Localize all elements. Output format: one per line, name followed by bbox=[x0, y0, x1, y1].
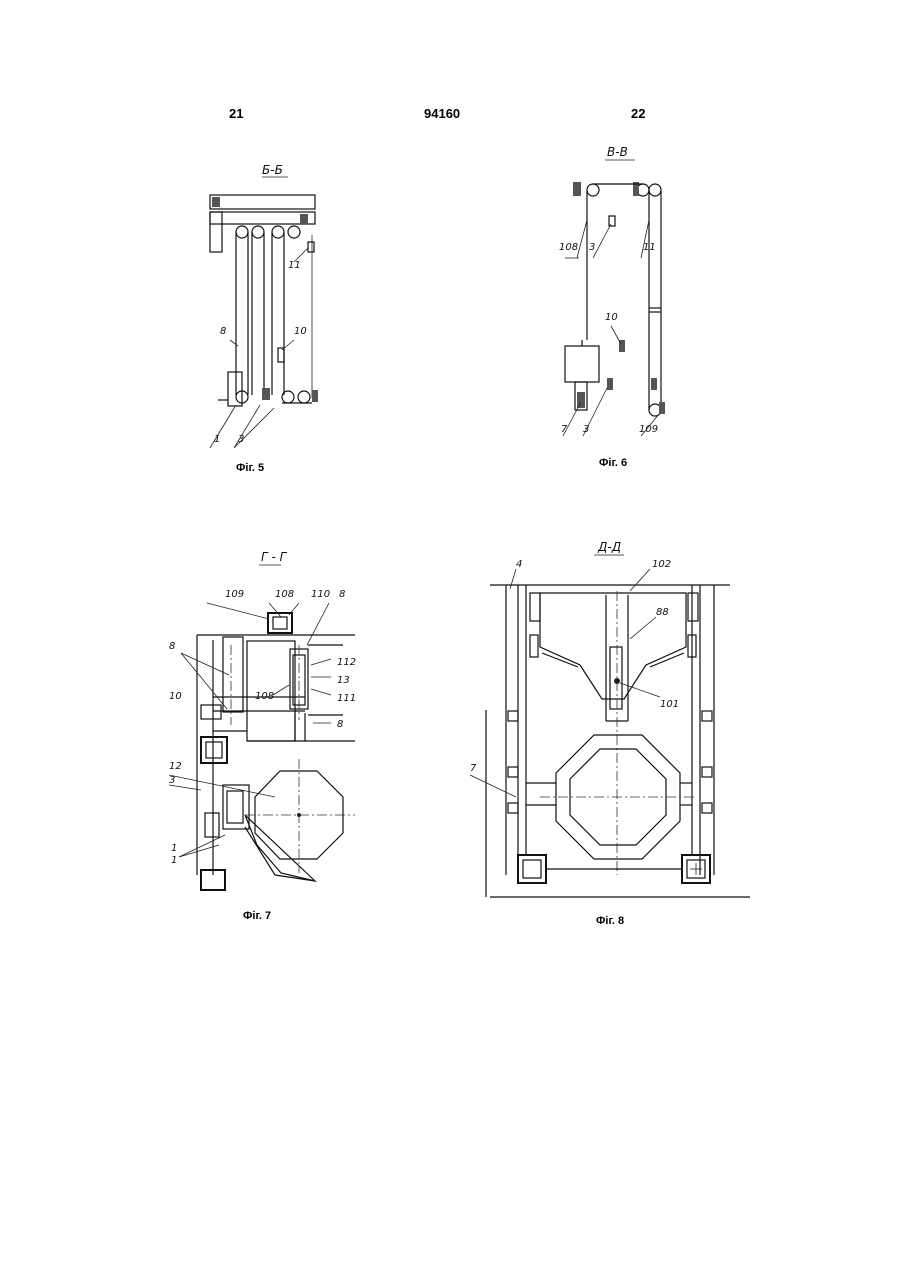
fig7-label-112: 112 bbox=[337, 657, 356, 668]
fig6-label-11: 11 bbox=[643, 242, 656, 253]
figure-6-drawing: В-В 108 3 11 10 3 bbox=[555, 140, 685, 460]
fig7-label-3: 3 bbox=[169, 775, 175, 786]
fig7-label-108b: 108 bbox=[255, 691, 274, 702]
fig7-label-12: 12 bbox=[169, 761, 182, 772]
fig7-label-1b: 1 bbox=[171, 855, 177, 866]
fig7-label-8a: 8 bbox=[339, 589, 345, 600]
fig7-label-111: 111 bbox=[337, 693, 356, 704]
fig6-label-109: 109 bbox=[639, 424, 658, 435]
fig7-label-8c: 8 bbox=[337, 719, 343, 730]
fig6-label-3a: 3 bbox=[589, 242, 595, 253]
fig5-label-10: 10 bbox=[294, 326, 307, 337]
fig7-label-109: 109 bbox=[225, 589, 244, 600]
fig7-label-108a: 108 bbox=[275, 589, 294, 600]
fig6-label-3b: 3 bbox=[583, 424, 589, 435]
fig6-label-7: 7 bbox=[561, 424, 568, 435]
fig8-label-88: 88 bbox=[656, 607, 669, 618]
fig5-label-11: 11 bbox=[288, 260, 301, 271]
fig7-label-1a: 1 bbox=[171, 843, 177, 854]
fig8-caption: Фіг. 8 bbox=[596, 915, 624, 927]
fig6-label-10: 10 bbox=[605, 312, 618, 323]
fig8-section-label: Д-Д bbox=[597, 540, 621, 554]
patent-number: 94160 bbox=[424, 106, 460, 121]
figure-7-drawing: Г - Г bbox=[165, 545, 370, 910]
fig5-section-label: Б-Б bbox=[262, 163, 283, 177]
figure-8-drawing: Д-Д bbox=[470, 535, 760, 910]
fig5-caption: Фіг. 5 bbox=[236, 462, 264, 474]
fig7-section-label: Г - Г bbox=[261, 550, 288, 564]
fig5-label-1: 1 bbox=[214, 434, 220, 445]
fig8-label-101: 101 bbox=[660, 699, 679, 710]
fig6-section-label: В-В bbox=[607, 145, 628, 159]
fig8-label-7: 7 bbox=[470, 763, 477, 774]
fig8-label-4: 4 bbox=[516, 559, 522, 570]
fig8-label-102: 102 bbox=[652, 559, 671, 570]
fig7-label-110: 110 bbox=[311, 589, 330, 600]
fig5-label-8: 8 bbox=[220, 326, 226, 337]
figure-5-drawing: Б-Б bbox=[190, 150, 340, 460]
fig7-label-8b: 8 bbox=[169, 641, 175, 652]
page-number-left: 21 bbox=[229, 106, 243, 121]
fig6-caption: Фіг. 6 bbox=[599, 457, 627, 469]
fig5-label-3: 3 bbox=[238, 434, 244, 445]
page-number-right: 22 bbox=[631, 106, 645, 121]
fig7-caption: Фіг. 7 bbox=[243, 910, 271, 922]
fig7-label-10: 10 bbox=[169, 691, 182, 702]
fig7-label-13: 13 bbox=[337, 675, 350, 686]
fig6-label-108: 108 bbox=[559, 242, 578, 253]
